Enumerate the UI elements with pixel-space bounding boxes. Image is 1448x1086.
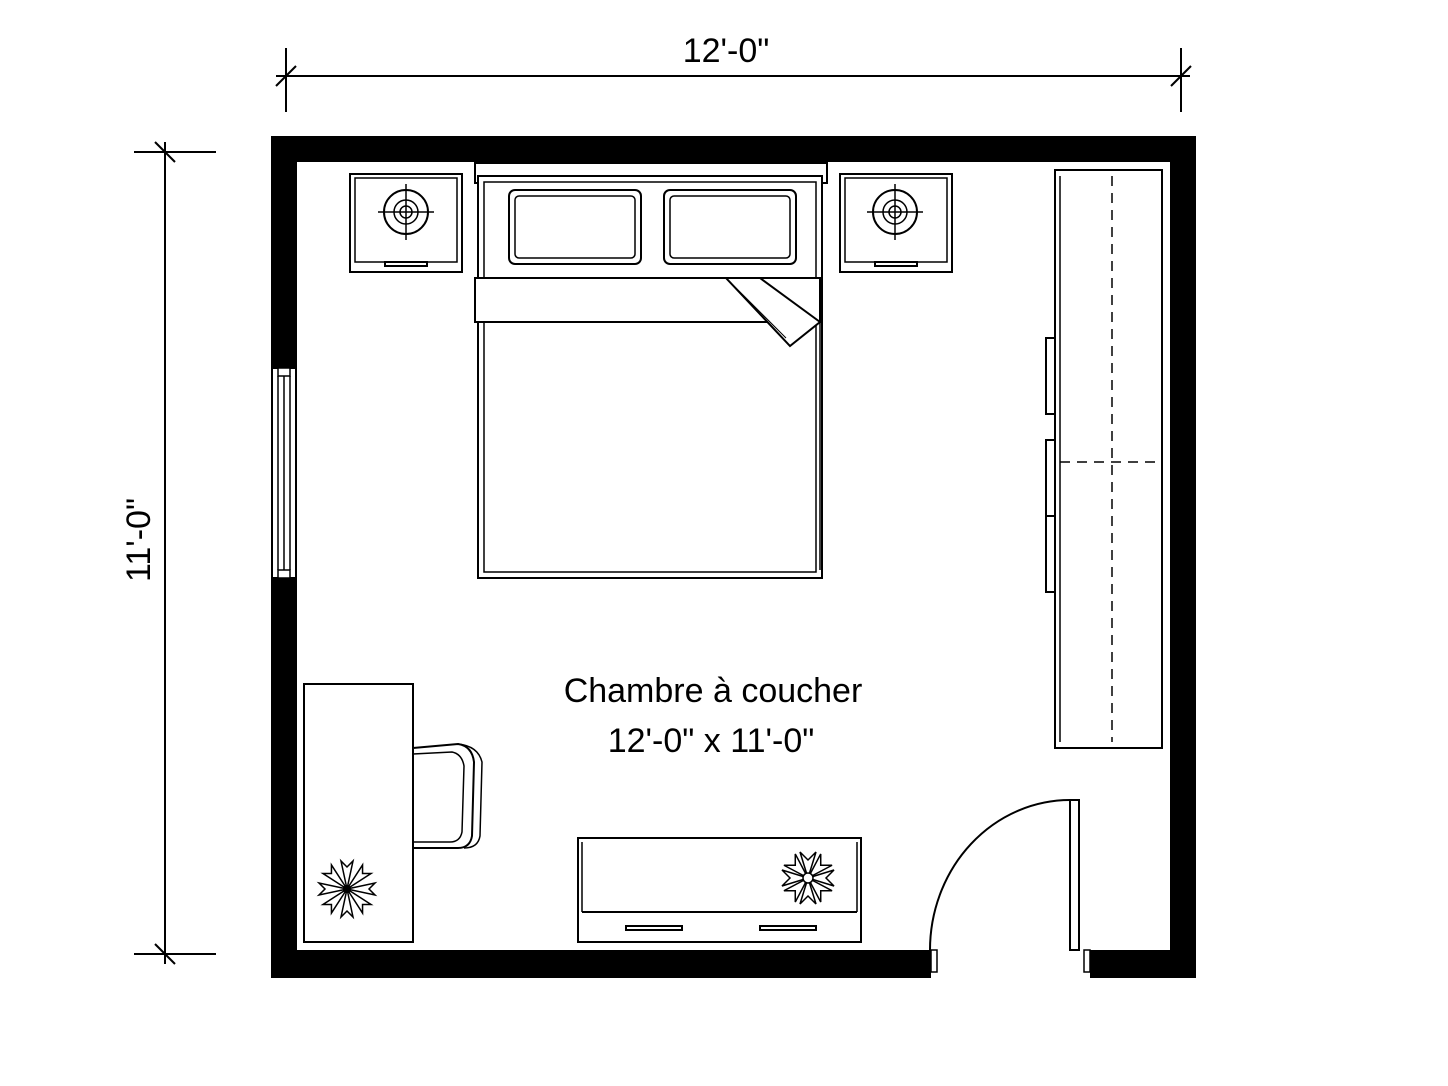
window: [271, 367, 297, 579]
dimension-height: 11'-0": [120, 141, 216, 965]
door: [929, 799, 1091, 973]
dimension-width-label: 12'-0": [683, 32, 770, 70]
bed: [474, 162, 828, 579]
dimension-height-label: 11'-0": [120, 498, 158, 582]
room-label: Chambre à coucher 12'-0" x 11'-0": [564, 672, 863, 760]
wardrobe: [1045, 169, 1163, 749]
room-name: Chambre à coucher: [564, 672, 863, 710]
plant-icon: [316, 858, 378, 920]
room-size: 12'-0" x 11'-0": [608, 722, 815, 760]
plant-icon: [781, 851, 835, 905]
desk: [303, 683, 414, 943]
lamp-icon: [867, 184, 923, 240]
dimension-width: 12'-0": [275, 32, 1192, 112]
lamp-icon: [378, 184, 434, 240]
nightstand-left: [349, 173, 463, 273]
walls: [271, 136, 1196, 978]
dresser: [577, 837, 862, 943]
nightstand-right: [839, 173, 953, 273]
chair: [412, 742, 483, 849]
